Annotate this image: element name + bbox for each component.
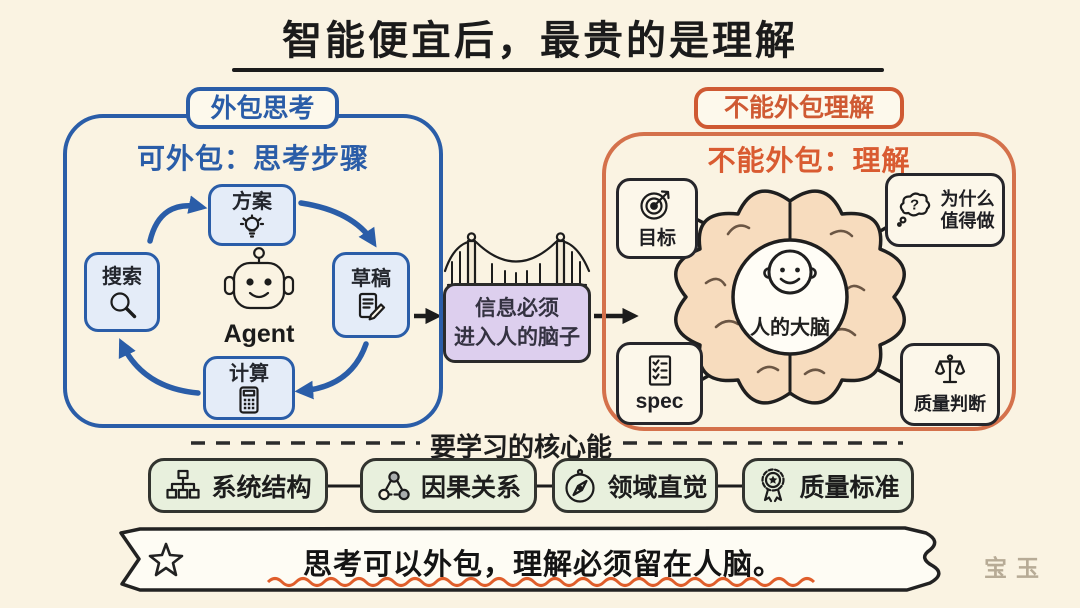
- target-dart-icon: [640, 190, 670, 220]
- node-compute: 计算: [203, 356, 295, 420]
- node-plan-label: 方案: [232, 190, 272, 213]
- cycle-arrow-compute-to-search: [118, 338, 201, 396]
- lightbulb-icon: [239, 213, 265, 238]
- bridge-note-line1: 信息必须: [475, 296, 559, 320]
- star-outline-icon: [148, 542, 184, 577]
- sat-quality-label: 质量判断: [914, 393, 986, 414]
- sat-why: ? 为什么 值得做: [885, 173, 1005, 247]
- conclusion-banner-ribbon: [119, 526, 941, 592]
- sat-why-line2: 值得做: [940, 211, 995, 231]
- skill-domain-intuition: 领域直觉: [552, 458, 718, 513]
- right-panel-subtitle: 不能外包：理解: [707, 145, 911, 176]
- title-underline: [232, 68, 884, 72]
- conclusion-banner-text: 思考可以外包，理解必须留在人脑。: [302, 549, 783, 581]
- org-chart-icon: [166, 469, 201, 499]
- sat-goal-label: 目标: [637, 228, 676, 249]
- bridge-note-box: 信息必须 进入人的脑子: [443, 283, 591, 363]
- cycle-arrow-plan-to-draft: [298, 200, 377, 248]
- skill-label: 因果关系: [420, 473, 521, 502]
- brain-label: 人的大脑: [750, 317, 830, 339]
- cycle-arrow-search-to-plan: [147, 195, 208, 244]
- thought-bubble-question-icon: ?: [896, 192, 930, 227]
- sat-goal: 目标: [616, 178, 698, 259]
- node-draft: 草稿: [332, 252, 410, 338]
- skill-causal-relations: 因果关系: [360, 458, 537, 513]
- left-panel-badge: 外包思考: [186, 87, 339, 129]
- cannot-outsource-panel: [602, 132, 1016, 431]
- causal-graph-icon: [378, 470, 410, 500]
- node-compute-label: 计算: [229, 362, 269, 385]
- document-pencil-icon: [358, 292, 386, 320]
- agent-label: Agent: [223, 320, 295, 348]
- calculator-icon: [239, 385, 259, 414]
- compass-icon: [565, 468, 596, 503]
- robot-icon: [223, 247, 295, 310]
- sat-spec: spec: [616, 342, 703, 425]
- cycle-arrow-draft-to-compute: [294, 341, 369, 400]
- magnifier-icon: [110, 291, 137, 318]
- award-rosette-icon: [761, 467, 786, 502]
- sat-why-label: 为什么 值得做: [941, 188, 995, 233]
- page-title: 智能便宜后，最贵的是理解: [282, 19, 798, 63]
- sat-quality: 质量判断: [900, 343, 1000, 426]
- brain-illustration: [674, 189, 906, 405]
- agent-figure: Agent: [219, 246, 299, 349]
- skill-label: 系统结构: [211, 473, 312, 502]
- author-signature: 宝玉: [984, 555, 1048, 581]
- skill-system-structure: 系统结构: [148, 458, 328, 513]
- bridge-note-line2: 进入人的脑子: [454, 326, 580, 349]
- left-panel-subtitle: 可外包：思考步骤: [136, 143, 369, 174]
- checklist-icon: [648, 354, 671, 386]
- node-search: 搜索: [84, 252, 160, 332]
- node-plan: 方案: [208, 184, 296, 246]
- node-search-label: 搜索: [102, 265, 142, 288]
- brain-folds: [704, 224, 866, 376]
- node-draft-label: 草稿: [351, 267, 391, 290]
- right-panel-badge: 不能外包理解: [694, 87, 904, 129]
- suspension-bridge-icon: [443, 232, 591, 287]
- wavy-underline: [266, 577, 816, 587]
- human-face-icon: [763, 249, 817, 295]
- skill-label: 质量标准: [799, 473, 900, 502]
- skill-quality-standard: 质量标准: [742, 458, 914, 513]
- sat-spec-label: spec: [635, 389, 684, 413]
- skill-label: 领域直觉: [607, 473, 708, 502]
- svg-text:?: ?: [910, 197, 919, 214]
- sat-why-line1: 为什么: [940, 188, 995, 209]
- balance-scale-icon: [934, 353, 966, 383]
